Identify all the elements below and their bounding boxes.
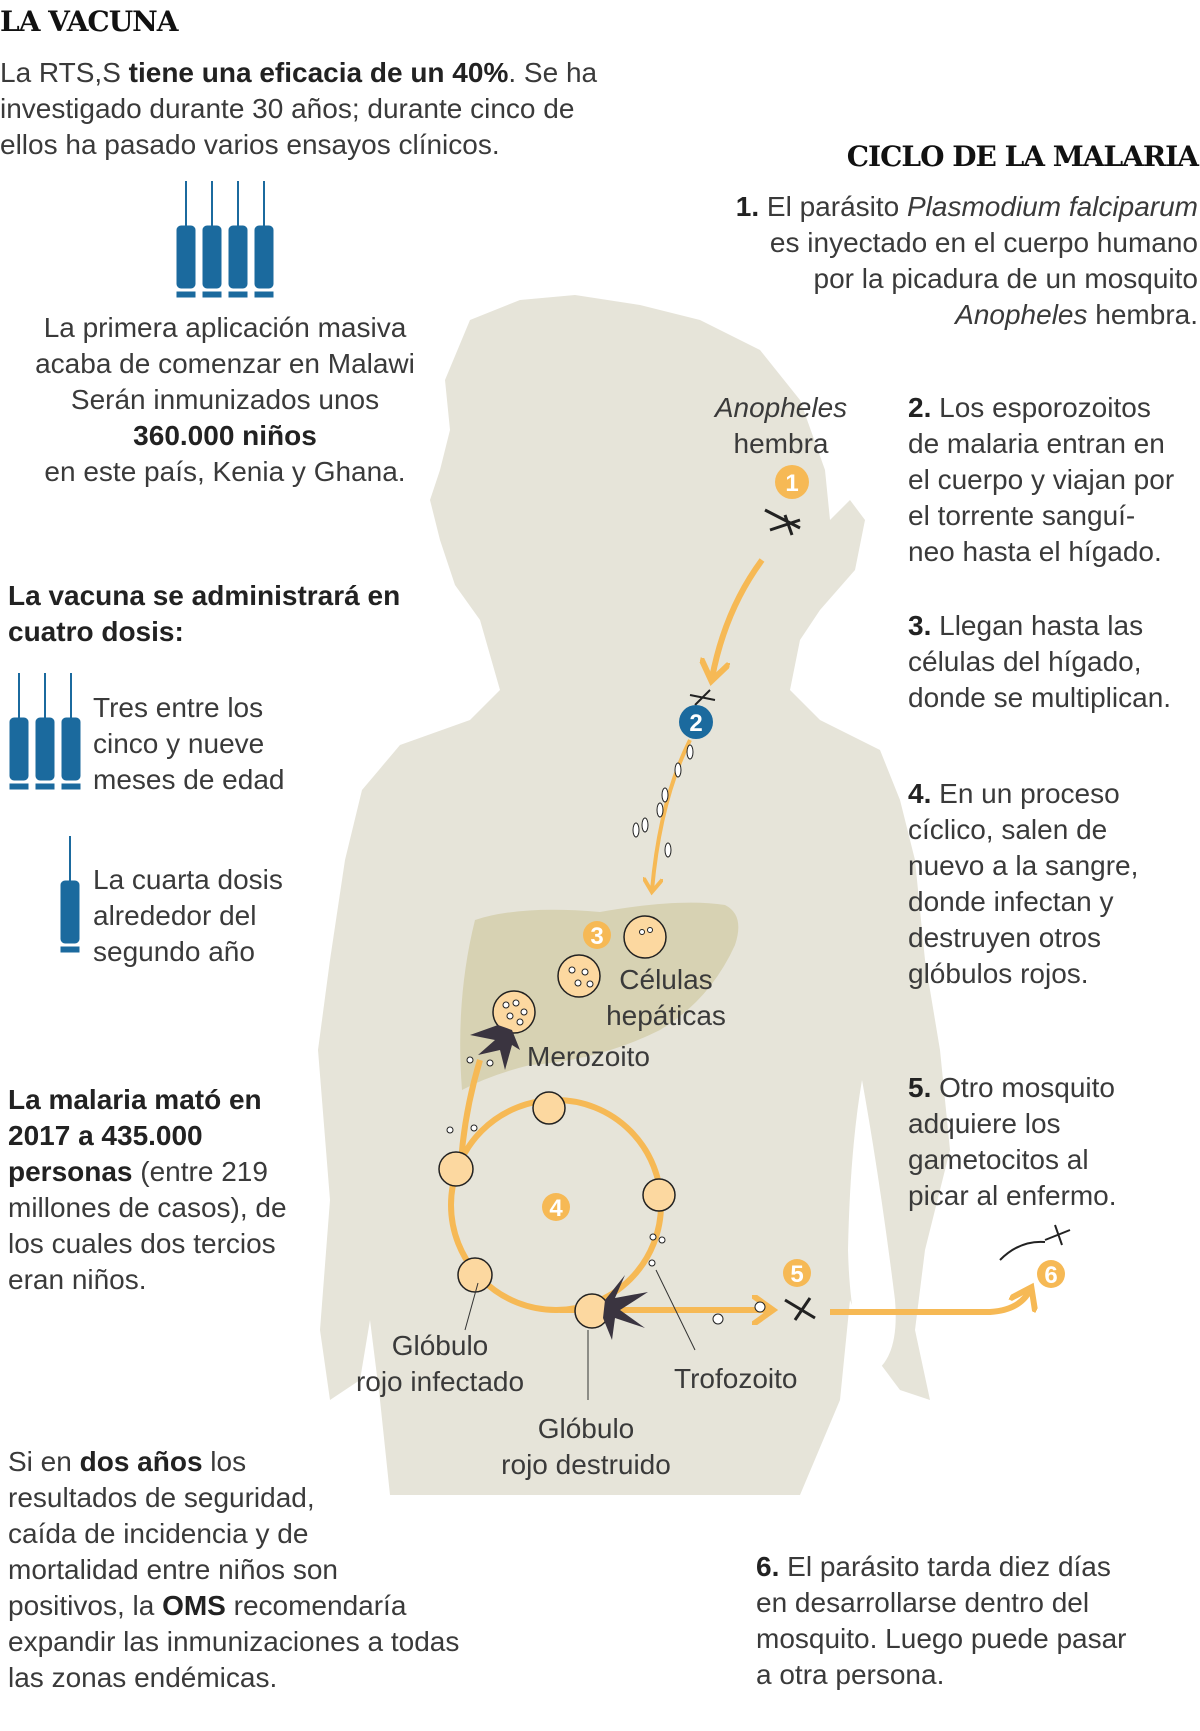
syringe-icon	[9, 673, 29, 790]
liver-cell	[623, 915, 667, 959]
rupture-burst-icon	[603, 1275, 648, 1340]
badge-6: 6	[1044, 1262, 1057, 1289]
badge-5: 5	[790, 1261, 803, 1288]
cells	[438, 915, 676, 1329]
arm-gap	[848, 1080, 896, 1375]
mosquito-icon	[764, 508, 801, 536]
syringe-icon	[176, 181, 196, 298]
mosquito-icons	[689, 508, 1071, 1321]
badge-3: 3	[590, 923, 603, 950]
mosquito-icon	[999, 1224, 1071, 1261]
mosquito-icon	[784, 1297, 816, 1321]
parasites	[446, 744, 766, 1325]
syringe-icon	[35, 673, 55, 790]
syringe-icon	[202, 181, 222, 298]
infected-cell	[457, 1257, 493, 1293]
syringe-icon	[254, 181, 274, 298]
blood-cell	[642, 1178, 676, 1212]
liver-cell	[492, 990, 536, 1034]
syringe-icon	[228, 181, 248, 298]
vaccine-intro: La RTS,S tiene una eficacia de un 40%. S…	[0, 57, 598, 160]
syringes	[9, 181, 274, 953]
syringe-icon	[61, 673, 81, 790]
badge-1: 1	[785, 470, 798, 497]
merozoite-label: Merozoito	[527, 1041, 650, 1072]
leader-lines	[464, 1269, 696, 1400]
step-badges: 1 2 3 4 5 6	[542, 465, 1065, 1289]
trophozoite-label: Trofozoito	[674, 1363, 798, 1394]
blood-cell	[532, 1091, 566, 1125]
merozoite-burst-icon	[470, 1025, 520, 1070]
syringe-icon	[60, 836, 80, 953]
mosquito-icon	[689, 689, 716, 706]
blood-cell	[438, 1151, 474, 1187]
child-silhouette	[318, 295, 950, 1495]
liver	[460, 902, 739, 1090]
cycle-title: CICLO DE LA MALARIA	[846, 140, 1199, 173]
badge-4: 4	[549, 1195, 563, 1222]
burst-icons	[470, 1025, 648, 1340]
badge-2: 2	[689, 710, 702, 737]
vaccine-title: LA VACUNA	[0, 5, 178, 38]
